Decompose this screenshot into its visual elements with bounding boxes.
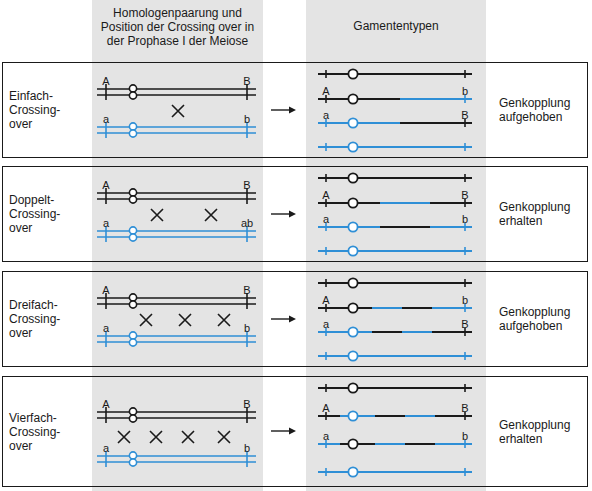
allele-letter: a xyxy=(103,113,109,125)
row-label: Vierfach-Crossing-over xyxy=(9,411,75,453)
result-label: Genkopplung erhalten xyxy=(499,200,585,228)
result-arrow xyxy=(271,430,290,431)
allele-letter: b xyxy=(462,85,468,97)
crossover-row: Vierfach-Crossing-over Genkopplung erhalt… xyxy=(2,376,588,487)
arrow-head xyxy=(289,428,296,435)
arrow-head xyxy=(289,316,296,323)
allele-letter: B xyxy=(243,75,250,87)
allele-letter: B xyxy=(461,318,468,330)
row-label: Einfach-Crossing-over xyxy=(9,89,75,131)
header-band: Homologenpaarung und Position der Crossi… xyxy=(92,0,263,491)
result-label: Genkopplung aufgehoben xyxy=(499,96,585,124)
allele-letter: B xyxy=(461,109,468,121)
column-heading: Gamententypen xyxy=(310,19,482,33)
allele-letter: b xyxy=(244,442,250,454)
allele-letter: a xyxy=(103,322,109,334)
row-label: Dreifach-Crossing-over xyxy=(9,298,75,340)
allele-letter: A xyxy=(322,402,329,414)
allele-letter: a xyxy=(323,213,329,225)
crossover-row: Doppelt-Crossing-over Genkopplung erhalte… xyxy=(2,166,588,262)
allele-letter: B xyxy=(461,402,468,414)
result-arrow xyxy=(271,318,290,319)
result-label: Genkopplung erhalten xyxy=(499,418,585,446)
allele-letter: a xyxy=(323,318,329,330)
allele-letter: a xyxy=(323,109,329,121)
arrow-head xyxy=(289,211,296,218)
allele-letter: a xyxy=(103,442,109,454)
result-arrow xyxy=(271,109,290,110)
allele-letter: B xyxy=(243,179,250,191)
allele-letter: A xyxy=(322,294,329,306)
result-arrow xyxy=(271,213,290,214)
allele-letter: b xyxy=(462,294,468,306)
allele-letter: b xyxy=(244,322,250,334)
column-heading: Homologenpaarung und Position der Crossi… xyxy=(96,6,259,48)
allele-letter: A xyxy=(102,75,109,87)
allele-letter: b xyxy=(462,430,468,442)
crossover-row: Einfach-Crossing-over Genkopplung aufgeho… xyxy=(2,62,588,158)
allele-letter: b xyxy=(462,213,468,225)
result-label: Genkopplung aufgehoben xyxy=(499,305,585,333)
allele-letter: a xyxy=(103,217,109,229)
row-label: Doppelt-Crossing-over xyxy=(9,193,75,235)
crossover-row: Dreifach-Crossing-over Genkopplung aufgeh… xyxy=(2,271,588,367)
header-band: Gamententypen xyxy=(306,0,486,491)
arrow-head xyxy=(289,107,296,114)
allele-letter: b xyxy=(244,113,250,125)
allele-letter: a xyxy=(323,430,329,442)
allele-letter: A xyxy=(322,189,329,201)
allele-letter: B xyxy=(243,398,250,410)
allele-letter: A xyxy=(102,398,109,410)
allele-letter: B xyxy=(243,284,250,296)
allele-letter: A xyxy=(102,284,109,296)
allele-letter: A xyxy=(102,179,109,191)
allele-letter: B xyxy=(461,189,468,201)
allele-letter: ab xyxy=(241,217,253,229)
allele-letter: A xyxy=(322,85,329,97)
